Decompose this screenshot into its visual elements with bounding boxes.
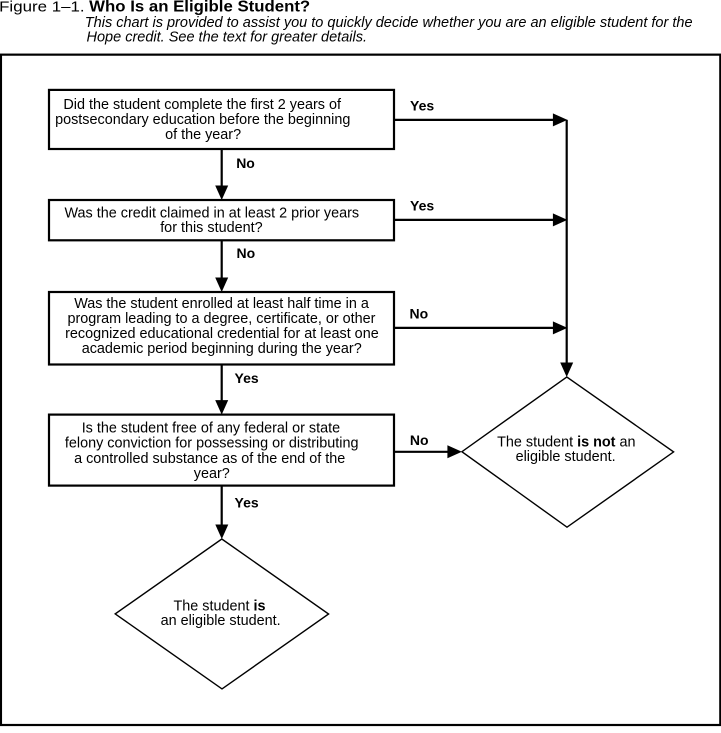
svg-text:No: No xyxy=(237,245,256,261)
svg-text:Who Is an Eligible Student?: Who Is an Eligible Student? xyxy=(89,0,310,15)
svg-text:a controlled substance as of t: a controlled substance as of the end of … xyxy=(74,451,345,467)
svg-text:academic period beginning duri: academic period beginning during the yea… xyxy=(82,341,362,357)
svg-text:Yes: Yes xyxy=(235,370,259,386)
svg-text:The student is: The student is xyxy=(174,599,266,615)
svg-text:Yes: Yes xyxy=(410,98,434,114)
svg-text:for this student?: for this student? xyxy=(160,220,262,236)
svg-text:program leading to a degree, c: program leading to a degree, certificate… xyxy=(68,311,376,327)
svg-text:Did the student complete the f: Did the student complete the first 2 yea… xyxy=(63,97,342,113)
svg-text:recognized educational credent: recognized educational credential for at… xyxy=(65,326,379,342)
svg-text:Is the student free of any fed: Is the student free of any federal or st… xyxy=(82,420,340,436)
svg-text:The student is not an: The student is not an xyxy=(497,434,635,450)
svg-text:No: No xyxy=(410,305,429,321)
svg-text:postsecondary education before: postsecondary education before the begin… xyxy=(55,112,350,128)
svg-text:Was the credit claimed in at l: Was the credit claimed in at least 2 pri… xyxy=(65,205,360,221)
svg-text:felony conviction for possessi: felony conviction for possessing or dist… xyxy=(65,436,359,452)
svg-text:No: No xyxy=(236,155,255,171)
svg-text:Yes: Yes xyxy=(235,494,259,510)
svg-text:eligible student.: eligible student. xyxy=(516,449,616,465)
svg-text:No: No xyxy=(410,432,429,448)
svg-text:This chart is provided to assi: This chart is provided to assist you to … xyxy=(85,15,693,31)
svg-text:year?: year? xyxy=(194,466,230,482)
svg-text:Yes: Yes xyxy=(410,198,434,214)
svg-text:of the year?: of the year? xyxy=(165,127,241,143)
svg-text:Was the student enrolled at le: Was the student enrolled at least half t… xyxy=(74,296,369,312)
svg-text:an eligible student.: an eligible student. xyxy=(161,613,281,629)
svg-text:Hope credit. See the text for: Hope credit. See the text for greater de… xyxy=(87,30,367,46)
svg-text:Figure 1–1.: Figure 1–1. xyxy=(0,0,85,15)
